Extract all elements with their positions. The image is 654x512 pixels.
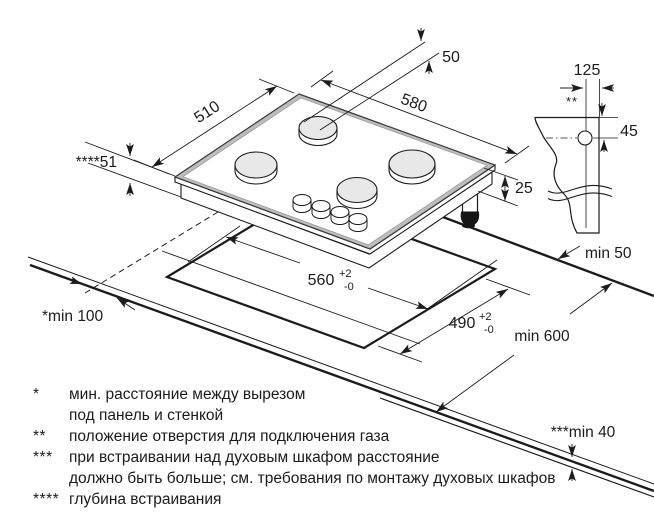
- footnote-2-line-1: ** положение отверстия для подключения г…: [33, 426, 633, 447]
- burner-left: [234, 151, 278, 185]
- footnote-1-marker: *: [33, 386, 40, 403]
- gas-pipe-elbow: [462, 222, 475, 229]
- dim-min600-label: min 600: [514, 328, 570, 345]
- dim-560-tol-minus: -0: [344, 281, 354, 293]
- footnotes: * мин. расстояние между вырезом под пане…: [33, 384, 633, 510]
- footnote-4-text: глубина встраивания: [69, 491, 222, 508]
- panel-outline: [534, 116, 600, 234]
- footnote-2-text: положение отверстия для подключения газа: [69, 428, 390, 445]
- footnote-1-line-1: * мин. расстояние между вырезом: [33, 384, 633, 405]
- cabinet-front-line: [379, 397, 654, 498]
- dim-490: [377, 278, 531, 363]
- dim-min100-label: *min 100: [42, 308, 104, 325]
- gas-hole: [577, 130, 593, 146]
- burner-rear: [298, 115, 338, 147]
- dim-min50-label: min 50: [585, 245, 632, 262]
- footnote-3-marker: ***: [33, 449, 53, 466]
- burner-right: [388, 149, 436, 185]
- footnote-4-line-1: **** глубина встраивания: [33, 489, 633, 510]
- control-knobs: [292, 194, 368, 232]
- dim-51-recess: [84, 141, 182, 198]
- dim-490-label: 490: [449, 315, 476, 332]
- construction-line: [161, 250, 421, 345]
- dim-51-label: ****51: [76, 154, 117, 171]
- break-line-1: [547, 184, 613, 194]
- footnote-3-line-1: *** при встраивании над духовым шкафом р…: [33, 447, 633, 468]
- knob-4-top: [348, 213, 368, 225]
- dim-25-label: 25: [515, 180, 533, 197]
- dim-min40-label: ***min 40: [551, 424, 616, 441]
- dim-25: [477, 167, 519, 207]
- dim-490-tol-minus: -0: [484, 324, 494, 336]
- dim-125-label: 125: [574, 62, 601, 79]
- burner-front: [336, 176, 378, 209]
- gas-hole-footnote-mark: **: [566, 94, 578, 109]
- dim-580-label: 580: [398, 91, 429, 116]
- dim-580: [310, 70, 530, 164]
- gas-hole-detail: 125 ** 45: [534, 62, 638, 234]
- dim-560-label: 560: [308, 272, 335, 289]
- worktop-front-edge-line: [29, 263, 654, 493]
- break-line-2: [547, 192, 613, 202]
- footnote-4-marker: ****: [33, 491, 60, 508]
- knob-2-top: [311, 200, 331, 212]
- footnote-2-marker: **: [33, 428, 47, 445]
- footnote-3-line-2: должно быть больше; см. требования по мо…: [69, 470, 556, 487]
- footnote-1-text: мин. расстояние между вырезом: [69, 386, 306, 403]
- hidden-edge-dashed-line: [84, 211, 219, 294]
- dim-490-tol-plus: +2: [479, 311, 492, 323]
- footnote-3-text: при встраивании над духовым шкафом расст…: [69, 449, 440, 466]
- dim-min50-leader: [557, 245, 581, 260]
- dim-50-label: 50: [442, 49, 460, 66]
- dim-50: [303, 28, 440, 131]
- knob-1-top: [292, 194, 312, 206]
- footnote-1-line-2: под панель и стенкой: [69, 407, 224, 424]
- dim-510-label: 510: [191, 98, 223, 127]
- worktop-front-top-line: [27, 256, 654, 485]
- dim-min600: [435, 282, 613, 413]
- dim-45-label: 45: [620, 123, 638, 140]
- dim-560-tol-plus: +2: [339, 268, 352, 280]
- dim-min100: [57, 275, 136, 311]
- knob-3-top: [330, 206, 350, 218]
